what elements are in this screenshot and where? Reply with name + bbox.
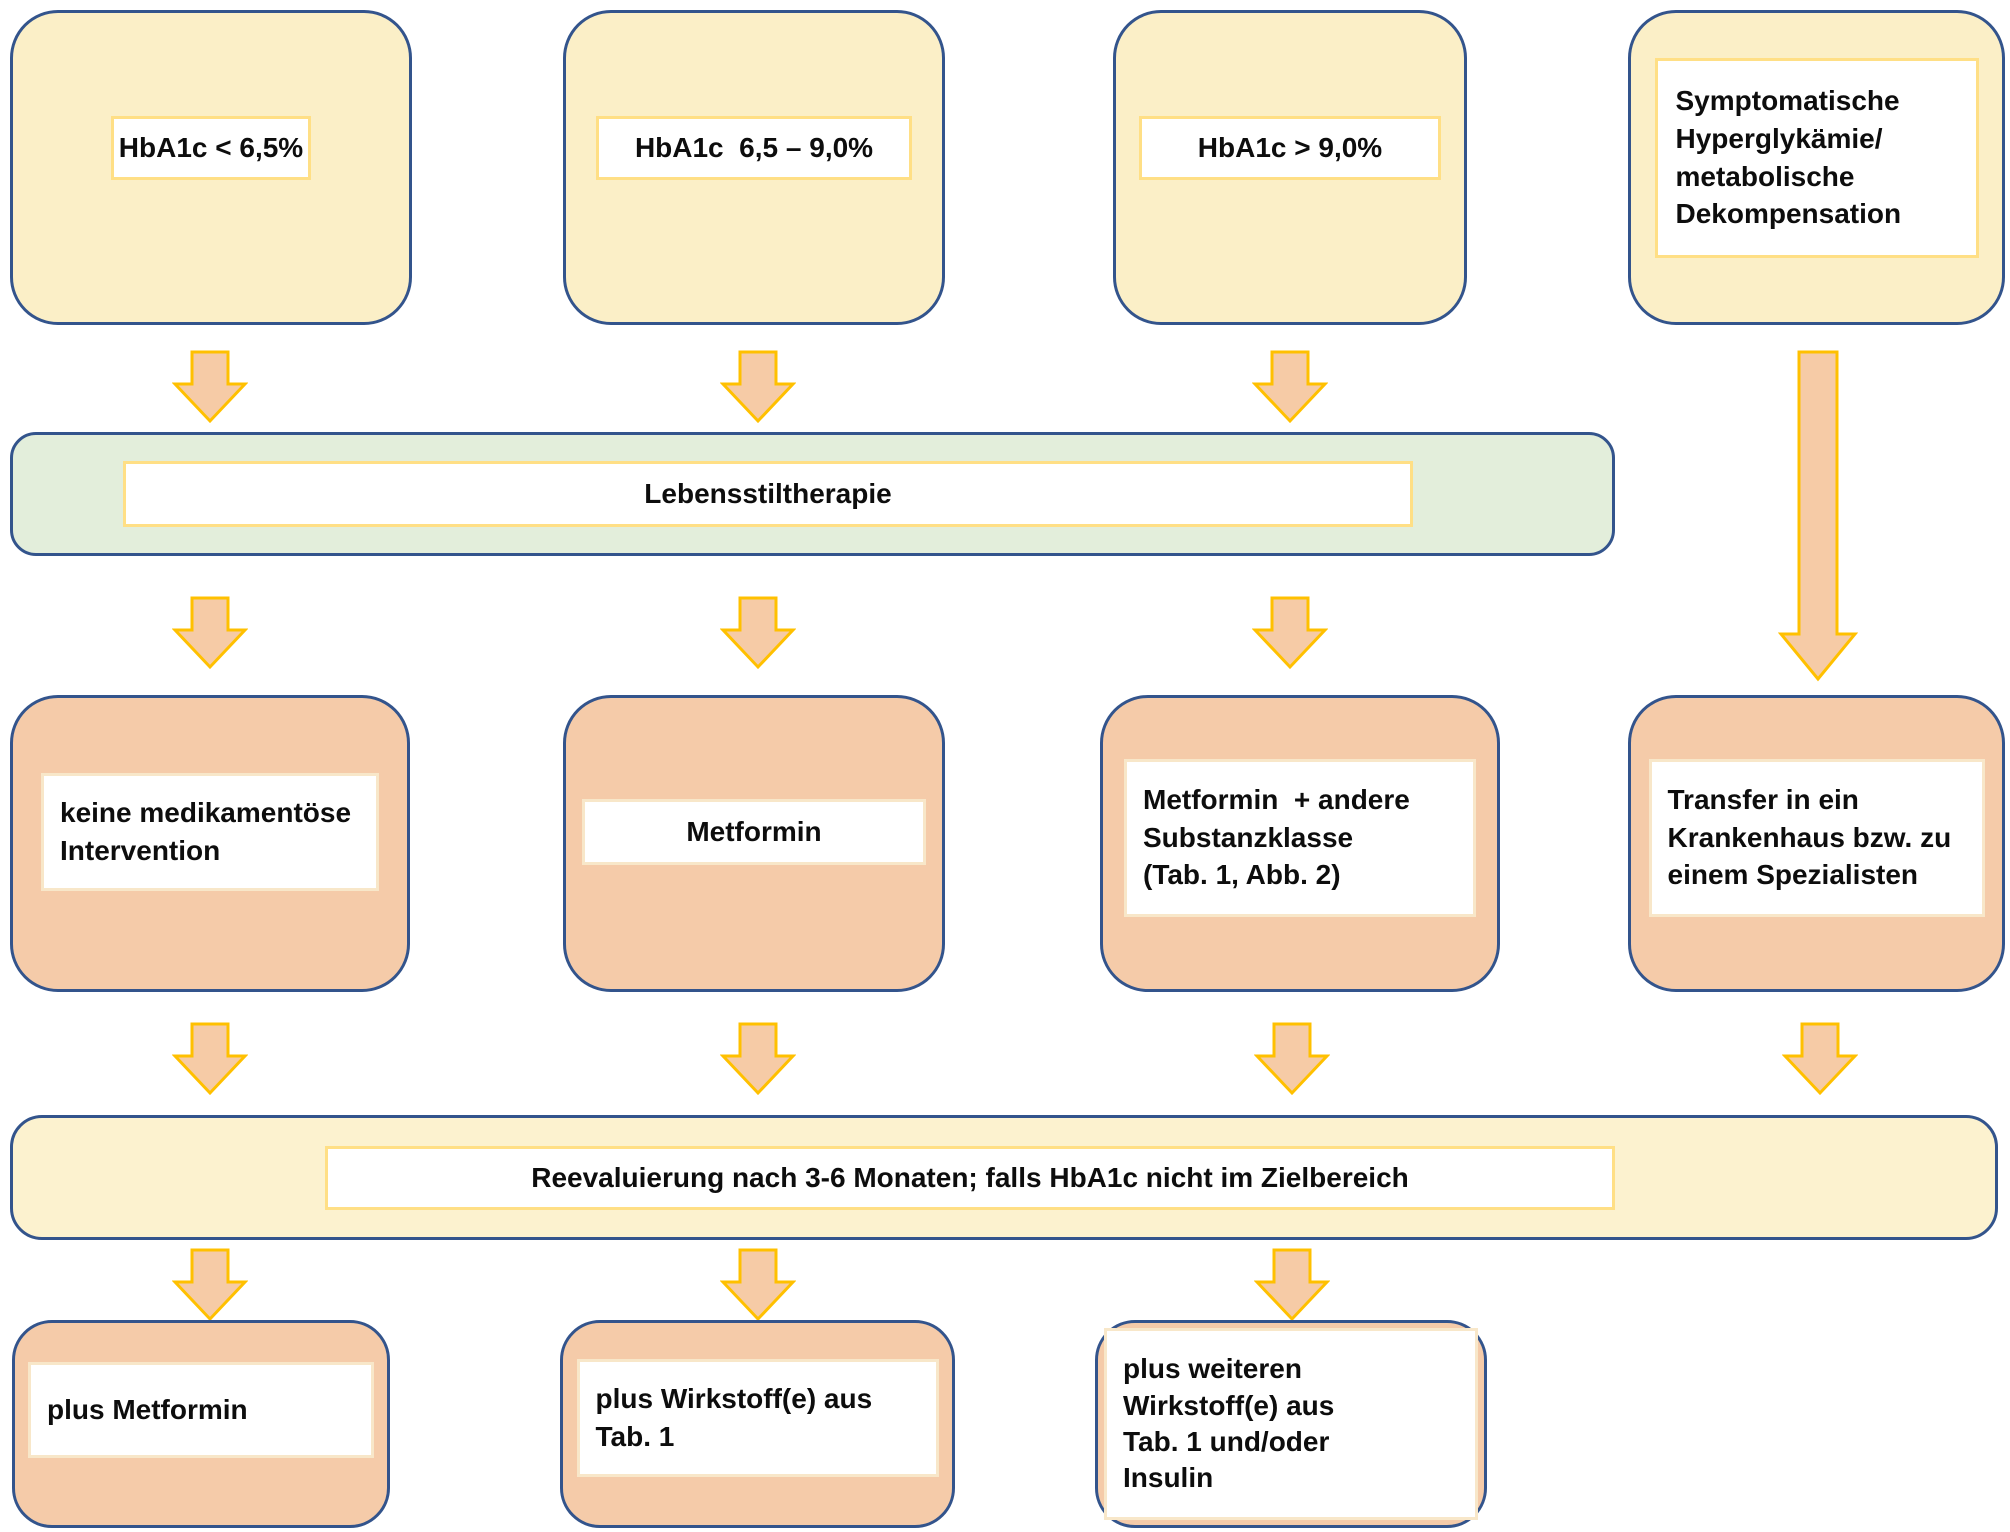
reevaluation-bar: Reevaluierung nach 3-6 Monaten; falls Hb… [10, 1115, 1998, 1240]
down-arrow [1252, 350, 1328, 424]
down-arrow [1254, 1022, 1330, 1096]
plus-agents-insulin-box: plus weiteren Wirkstoff(e) aus Tab. 1 un… [1095, 1320, 1487, 1528]
symptomatic-hyperglycemia-box: Symptomatische Hyperglykämie/ metabolisc… [1628, 10, 2005, 325]
down-arrow [172, 1022, 248, 1096]
metformin-plus-other-class-box: Metformin + andere Substanzklasse (Tab. … [1100, 695, 1500, 992]
down-arrow [1782, 1022, 1858, 1096]
hospital-transfer-label: Transfer in ein Krankenhaus bzw. zu eine… [1648, 758, 1985, 917]
no-medication-box: keine medikamentöse Intervention [10, 695, 410, 992]
hba1c-gt-9-0-label: HbA1c > 9,0% [1139, 115, 1441, 180]
no-medication-label: keine medikamentöse Intervention [41, 772, 379, 891]
metformin-box: Metformin [563, 695, 945, 992]
down-arrow [172, 1248, 248, 1322]
plus-agents-insulin-label: plus weiteren Wirkstoff(e) aus Tab. 1 un… [1104, 1328, 1478, 1520]
reevaluation-label: Reevaluierung nach 3-6 Monaten; falls Hb… [325, 1145, 1615, 1210]
metformin-plus-other-class-label: Metformin + andere Substanzklasse (Tab. … [1124, 758, 1476, 917]
symptomatic-hyperglycemia-label: Symptomatische Hyperglykämie/ metabolisc… [1654, 57, 1979, 258]
down-arrow [172, 350, 248, 424]
metformin-label: Metformin [582, 798, 926, 865]
long-down-arrow [1778, 350, 1858, 682]
hba1c-6-5-to-9-0-box: HbA1c 6,5 – 9,0% [563, 10, 945, 325]
hospital-transfer-box: Transfer in ein Krankenhaus bzw. zu eine… [1628, 695, 2005, 992]
hba1c-lt-6-5-label: HbA1c < 6,5% [111, 115, 311, 180]
down-arrow [1254, 1248, 1330, 1322]
plus-agents-tab1-box: plus Wirkstoff(e) aus Tab. 1 [560, 1320, 955, 1528]
down-arrow [720, 1248, 796, 1322]
plus-metformin-box: plus Metformin [12, 1320, 390, 1528]
down-arrow [1252, 596, 1328, 670]
down-arrow [720, 596, 796, 670]
hba1c-gt-9-0-box: HbA1c > 9,0% [1113, 10, 1467, 325]
down-arrow [172, 596, 248, 670]
plus-agents-tab1-label: plus Wirkstoff(e) aus Tab. 1 [576, 1359, 939, 1477]
down-arrow [720, 1022, 796, 1096]
plus-metformin-label: plus Metformin [28, 1362, 374, 1458]
hba1c-lt-6-5-box: HbA1c < 6,5% [10, 10, 412, 325]
down-arrow [720, 350, 796, 424]
lifestyle-therapy-bar: Lebensstiltherapie [10, 432, 1615, 556]
hba1c-6-5-to-9-0-label: HbA1c 6,5 – 9,0% [596, 115, 912, 180]
lifestyle-therapy-label: Lebensstiltherapie [123, 461, 1413, 527]
